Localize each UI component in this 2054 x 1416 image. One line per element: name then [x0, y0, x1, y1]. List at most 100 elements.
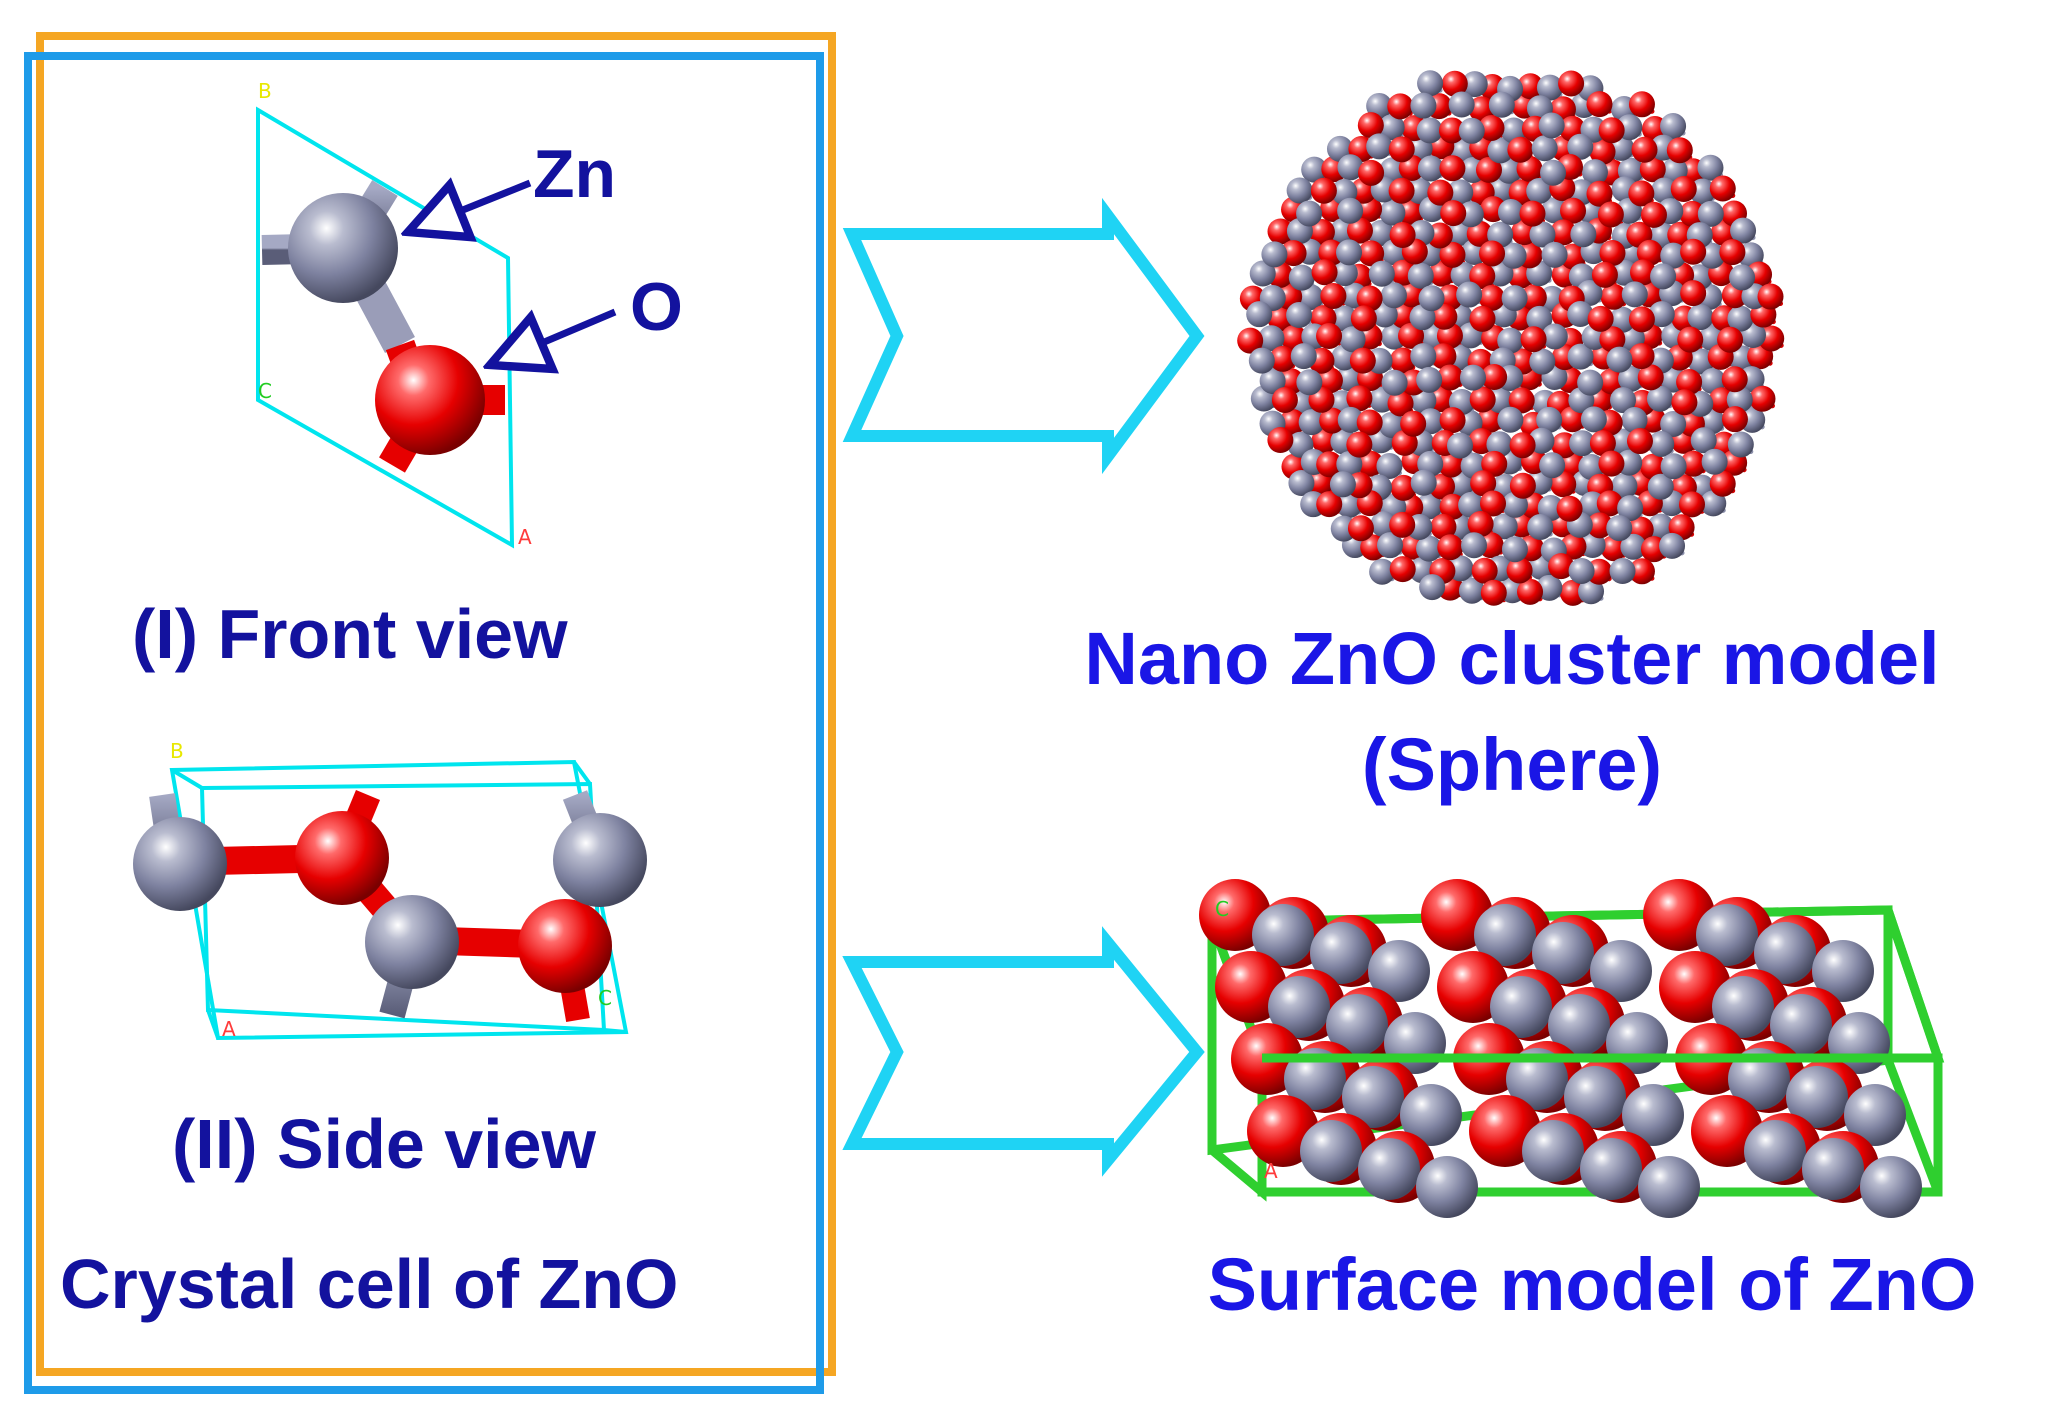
o-atom	[1480, 490, 1507, 517]
axis-label-c: C	[598, 986, 612, 1010]
o-atom	[1628, 91, 1655, 118]
zn-atom	[1651, 177, 1678, 204]
o-atom	[1519, 200, 1546, 227]
zn-atom	[1687, 304, 1714, 331]
zn-atom	[1567, 133, 1594, 160]
o-atom	[1390, 474, 1417, 501]
o-atom	[1517, 578, 1544, 605]
o-atom	[1280, 240, 1307, 267]
zn-atom	[1331, 260, 1358, 287]
o-atom	[1269, 345, 1296, 372]
zn-atom	[1618, 365, 1645, 392]
o-atom	[1558, 70, 1585, 97]
o-atom	[1310, 177, 1337, 204]
o-atom	[1628, 343, 1655, 370]
zn-atom	[1531, 135, 1558, 162]
o-atom	[1478, 284, 1505, 311]
o-atom	[1470, 470, 1497, 497]
o-atom	[1757, 283, 1784, 310]
zn-atom	[1337, 197, 1364, 224]
o-atom	[1670, 176, 1697, 203]
zn-atom	[1610, 387, 1637, 414]
zn-atom	[1400, 1084, 1462, 1146]
zn-atom	[1660, 242, 1687, 269]
o-atom	[1586, 91, 1613, 118]
cluster-title: Nano ZnO cluster model	[1084, 617, 1939, 700]
zn-label: Zn	[533, 136, 616, 212]
o-atom	[1479, 240, 1506, 267]
o-atom	[1469, 305, 1496, 332]
o-atom	[1676, 369, 1703, 396]
axis-label-c: C	[258, 379, 272, 403]
o-atom	[1316, 323, 1343, 350]
o-atom	[1439, 155, 1466, 182]
zn-atom	[1496, 157, 1523, 184]
o-atom	[1721, 366, 1748, 393]
o-atom	[1597, 201, 1624, 228]
zn-atom	[1252, 904, 1314, 966]
o-atom	[1680, 450, 1707, 477]
zn-atom	[1536, 74, 1563, 101]
crystal-cell-title: Crystal cell of ZnO	[60, 1245, 678, 1323]
zn-atom	[1539, 452, 1566, 479]
zn-atom	[1527, 514, 1554, 541]
zn-atom	[133, 817, 227, 911]
o-atom	[1600, 535, 1627, 562]
zn-atom	[1459, 364, 1486, 391]
zn-atom	[1548, 994, 1610, 1056]
o-atom	[1387, 93, 1414, 120]
zn-atom	[1860, 1156, 1922, 1218]
zn-atom	[1369, 558, 1396, 585]
zn-atom	[1650, 263, 1677, 290]
o-atom	[1438, 117, 1465, 144]
zn-atom	[1249, 260, 1276, 287]
zn-atom	[1486, 431, 1513, 458]
zn-atom	[1567, 343, 1594, 370]
o-atom	[1476, 406, 1503, 433]
zn-atom	[1712, 976, 1774, 1038]
zn-atom	[1700, 490, 1727, 517]
zn-atom	[1310, 922, 1372, 984]
o-atom	[1349, 347, 1376, 374]
o-atom	[1347, 515, 1374, 542]
zn-atom	[1526, 177, 1553, 204]
zn-atom	[1744, 1120, 1806, 1182]
o-atom	[1356, 409, 1383, 436]
o-atom	[1599, 240, 1626, 267]
o-atom	[1388, 136, 1415, 163]
zn-atom	[365, 895, 459, 989]
o-atom	[1430, 343, 1457, 370]
o-pointer-arrow	[490, 308, 617, 365]
o-atom	[1267, 218, 1294, 245]
arrow-to-cluster	[842, 197, 1205, 475]
o-atom	[1389, 347, 1416, 374]
zn-atom	[1570, 221, 1597, 248]
zn-atom	[1590, 940, 1652, 1002]
o-label: O	[630, 269, 683, 345]
zn-atom	[1410, 92, 1437, 119]
o-atom	[1308, 219, 1335, 246]
zn-atom	[1368, 940, 1430, 1002]
o-atom	[1320, 282, 1347, 309]
zn-atom	[1331, 305, 1358, 332]
zn-atom	[1529, 221, 1556, 248]
o-atom	[1709, 175, 1736, 202]
slab-cell-edge	[1883, 908, 1943, 1194]
axis-label-b: B	[170, 739, 184, 763]
o-atom	[1467, 511, 1494, 538]
zn-atom	[1609, 306, 1636, 333]
zn-atom	[1730, 217, 1757, 244]
o-atom	[1237, 327, 1264, 354]
zn-atom	[1298, 409, 1325, 436]
zn-atom	[1501, 536, 1528, 563]
zn-atom	[1844, 1084, 1906, 1146]
zn-atom	[1286, 302, 1313, 329]
nano-zno-cluster	[1237, 70, 1785, 606]
zn-atom	[1729, 264, 1756, 291]
zn-atom	[1696, 904, 1758, 966]
axis-label-a: A	[222, 1017, 236, 1041]
axis-label-a: A	[1264, 1159, 1278, 1183]
zn-atom	[1812, 940, 1874, 1002]
o-atom	[1671, 389, 1698, 416]
